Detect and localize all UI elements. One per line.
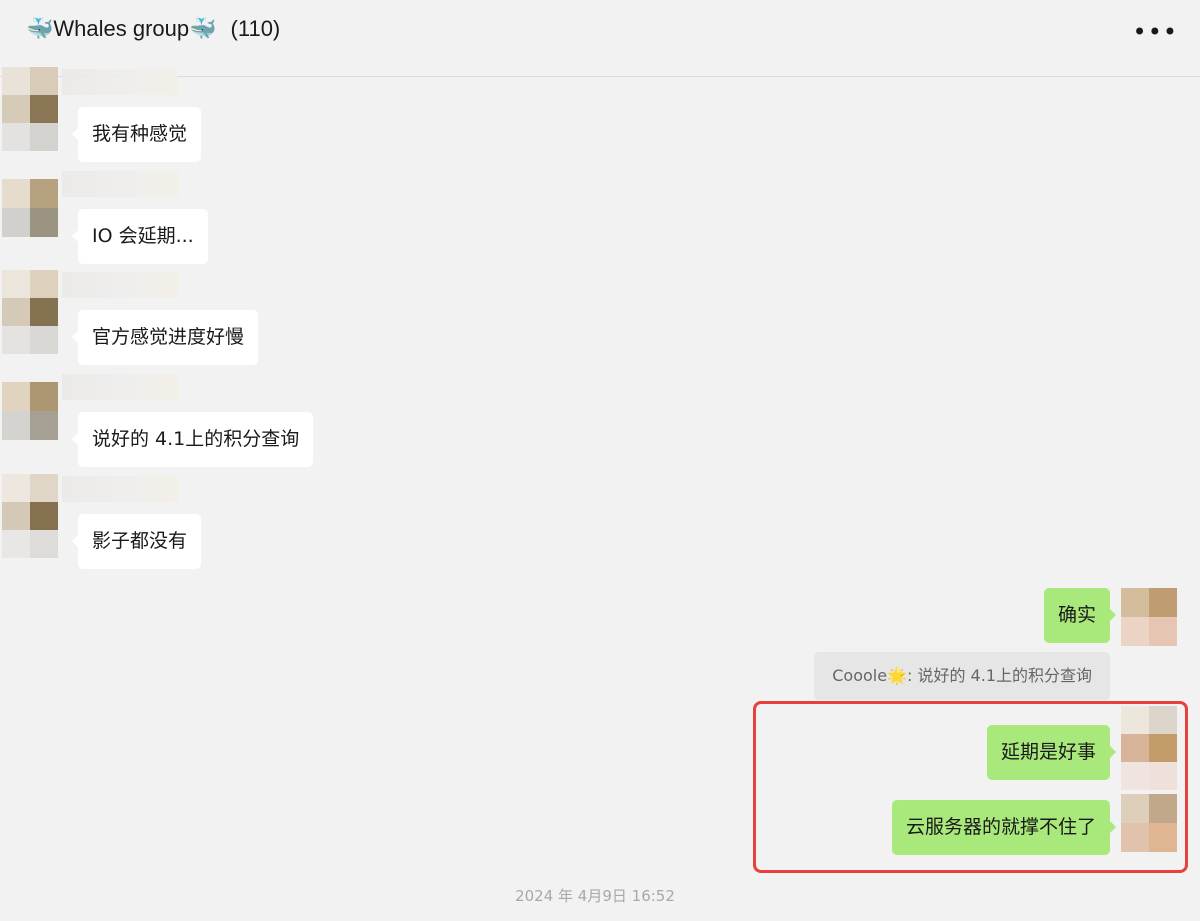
message-bubble[interactable]: 我有种感觉: [71, 107, 202, 162]
group-name: 🐳Whales group🐳: [26, 16, 217, 41]
sender-name: [62, 272, 178, 298]
avatar[interactable]: [2, 179, 58, 237]
avatar[interactable]: [2, 382, 58, 440]
own-message-bubble[interactable]: 确实: [1043, 588, 1117, 643]
avatar[interactable]: [2, 270, 58, 354]
highlight-box: [753, 701, 1188, 873]
quoted-message[interactable]: Cooole🌟: 说好的 4.1上的积分查询: [814, 652, 1110, 700]
sender-name: [62, 476, 178, 502]
message-bubble[interactable]: IO 会延期...: [72, 209, 208, 264]
member-count: (110): [230, 16, 281, 41]
sender-name: [62, 171, 178, 197]
ellipsis-icon[interactable]: •••: [1132, 18, 1178, 46]
avatar[interactable]: [2, 67, 58, 151]
avatar[interactable]: [1121, 794, 1177, 852]
message-bubble[interactable]: 官方感觉进度好慢: [71, 310, 259, 365]
avatar[interactable]: [1121, 706, 1177, 790]
avatar[interactable]: [1121, 588, 1177, 646]
sender-name: [62, 69, 178, 95]
message-bubble[interactable]: 说好的 4.1上的积分查询: [71, 412, 314, 467]
own-message-bubble[interactable]: 延期是好事: [986, 725, 1117, 780]
avatar[interactable]: [2, 474, 58, 558]
chat-title: 🐳Whales group🐳 (110): [26, 16, 280, 42]
chat-header: 🐳Whales group🐳 (110) •••: [0, 0, 1200, 77]
timestamp: 2024 年 4月9日 16:52: [515, 887, 675, 905]
sender-name: [62, 374, 178, 400]
own-message-bubble[interactable]: 云服务器的就撑不住了: [891, 800, 1117, 855]
message-bubble[interactable]: 影子都没有: [71, 514, 202, 569]
